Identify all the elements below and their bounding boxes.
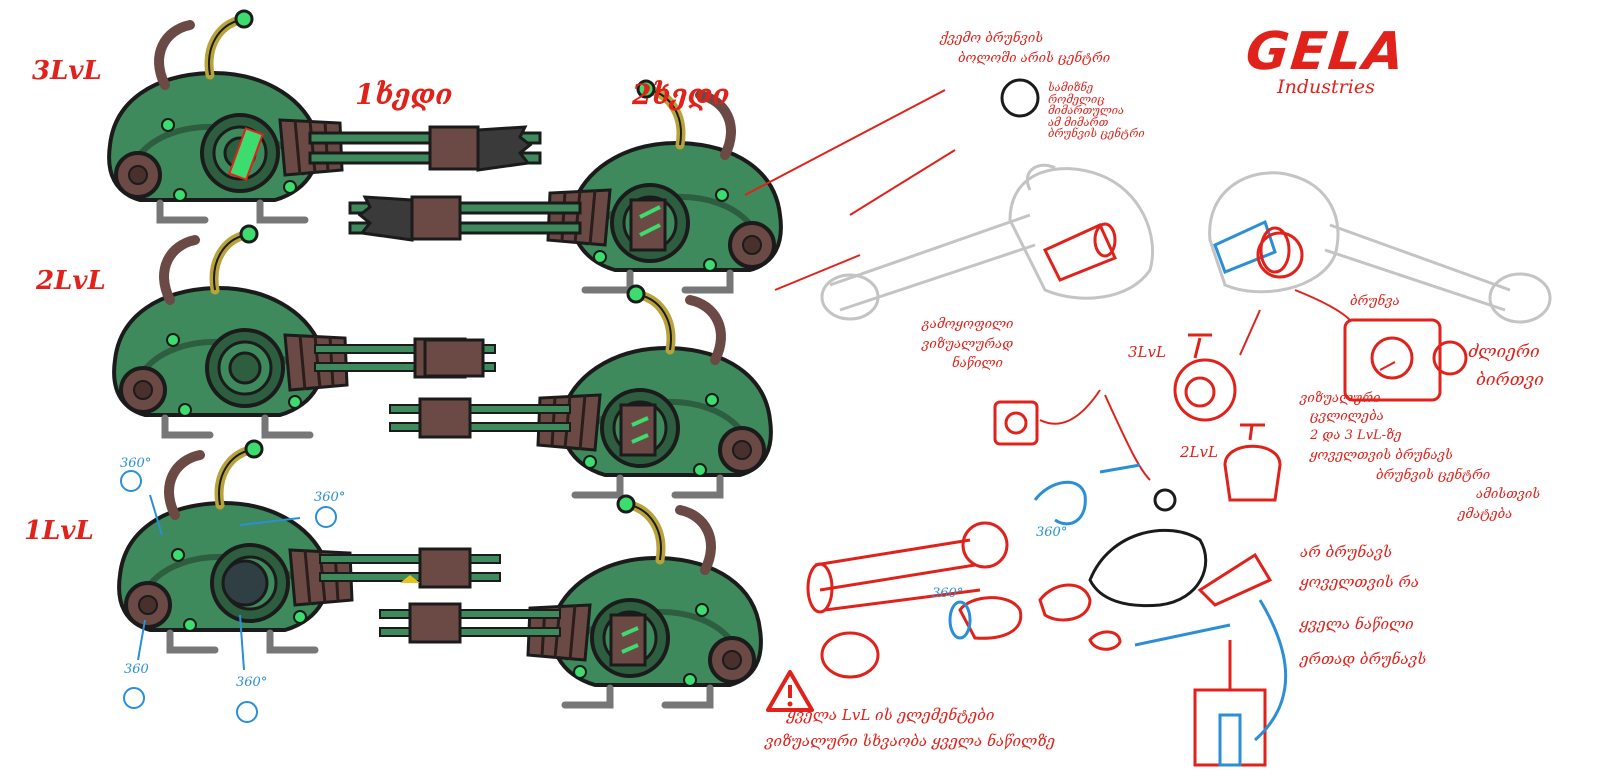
warning-note: ყველა LvL ის ელემენტები ვიზუალური სხვაობ… — [765, 706, 1056, 750]
warning-line-1: ყველა LvL ის ელემენტები — [787, 706, 995, 724]
view-label-1: 1ხედი — [355, 78, 453, 111]
logo-title: GELA — [1243, 22, 1409, 82]
mid-left-line-3: ნაწილი — [952, 356, 1003, 372]
top-note: ქვემო ბრუნვის ბოლოში არის ცენტრი — [940, 32, 1110, 65]
right-block-line-4: ყოველთვის ბრუნავს — [1310, 447, 1453, 463]
logo-subtitle: Industries — [1277, 76, 1375, 98]
rotation-label-a: 360° — [120, 456, 152, 471]
rotation-label-f: 360° — [932, 586, 964, 601]
part-lvl2-head — [1223, 423, 1282, 502]
mid-left-line-2: ვიზუალურად — [922, 336, 1014, 352]
circle-note-line-1: სამიზნე — [1048, 81, 1094, 94]
bottom-right-line-2: ყოველთვის რა — [1300, 572, 1420, 591]
part-core-box — [993, 400, 1039, 446]
bottom-right-note: არ ბრუნავს ყოველთვის რა ყველა ნაწილი ერთ… — [1300, 543, 1427, 669]
warning-line-2: ვიზუალური სხვაობა ყველა ნაწილზე — [765, 731, 1056, 750]
top-note-line-1: ქვემო ბრუნვის — [940, 31, 1044, 46]
bottom-right-line-4: ერთად ბრუნავს — [1300, 650, 1427, 669]
circle-note-line-5: ბრუნვის ცენტრი — [1048, 127, 1145, 141]
mid-left-line-1: გამოყოფილი — [922, 317, 1014, 332]
rotation-annotations — [120, 470, 337, 723]
perspective-sketch-right — [1208, 171, 1552, 324]
rotation-label-e: 360° — [1036, 525, 1068, 540]
part-lvl3-label: 3LvL — [1128, 343, 1166, 361]
level-label-1: 1LvL — [24, 516, 94, 546]
right-side-line-2: ბირთვი — [1476, 369, 1544, 390]
turret-lvl2-view1 — [114, 226, 497, 435]
exploded-view-parts — [806, 463, 1288, 767]
turret-lvl3-view1 — [109, 11, 542, 220]
right-block-line-7: ემატება — [1458, 506, 1513, 522]
sphere-sketch — [1000, 78, 1040, 118]
red-core-highlight-left — [1042, 222, 1118, 282]
blue-red-core-highlight-right — [1213, 219, 1304, 279]
right-block-note: ვიზუალური ცვლილება 2 და 3 LvL-ზე ყოველთვ… — [1300, 392, 1540, 521]
bottom-right-line-1: არ ბრუნავს — [1300, 543, 1393, 561]
right-side-line-1: ძლიერი — [1468, 342, 1540, 362]
level-label-3: 3LvL — [32, 56, 102, 86]
level-label-2: 2LvL — [36, 266, 106, 296]
right-side-note: ძლიერი ბირთვი — [1468, 342, 1544, 390]
warning-icon — [766, 670, 814, 712]
mid-left-note: გამოყოფილი ვიზუალურად ნაწილი — [922, 318, 1013, 371]
turret-lvl1-view1 — [119, 441, 502, 650]
right-block-line-2: ცვლილება — [1310, 408, 1384, 424]
right-block-line-3: 2 და 3 LvL-ზე — [1310, 428, 1402, 444]
turret-lvl1-view2 — [378, 496, 761, 705]
circle-note-line-4: ამ მიმართ — [1048, 115, 1109, 129]
right-block-line-6: ამისთვის — [1476, 487, 1541, 503]
part-rotate-label: ბრუნვა — [1350, 294, 1400, 309]
bottom-right-line-3: ყველა ნაწილი — [1300, 614, 1414, 633]
part-lvl2-label: 2LvL — [1180, 443, 1218, 461]
circle-note-line-2: რომელიც — [1048, 92, 1105, 106]
circle-note: სამიზნე რომელიც მიმართულია ამ მიმართ ბრუ… — [1048, 82, 1145, 140]
right-block-line-5: ბრუნვის ცენტრი — [1376, 467, 1491, 483]
rotation-label-b: 360° — [314, 490, 346, 505]
turret-lvl3-view2 — [348, 81, 781, 290]
turret-lvl2-view2 — [388, 286, 771, 495]
perspective-sketch-left — [820, 163, 1155, 321]
part-core-detail — [1343, 318, 1468, 402]
top-note-line-2: ბოლოში არის ცენტრი — [958, 50, 1111, 66]
rotation-label-d: 360° — [236, 675, 268, 690]
circle-note-line-3: მიმართულია — [1048, 104, 1125, 118]
right-block-line-1: ვიზუალური — [1300, 391, 1381, 406]
red-pointer-lines — [744, 89, 1396, 481]
gela-industries-logo: GELA Industries — [1236, 22, 1416, 98]
rotation-label-c: 360 — [124, 662, 149, 677]
part-lvl3-head — [1173, 333, 1237, 422]
view-label-2: 2ხედი — [632, 78, 730, 111]
